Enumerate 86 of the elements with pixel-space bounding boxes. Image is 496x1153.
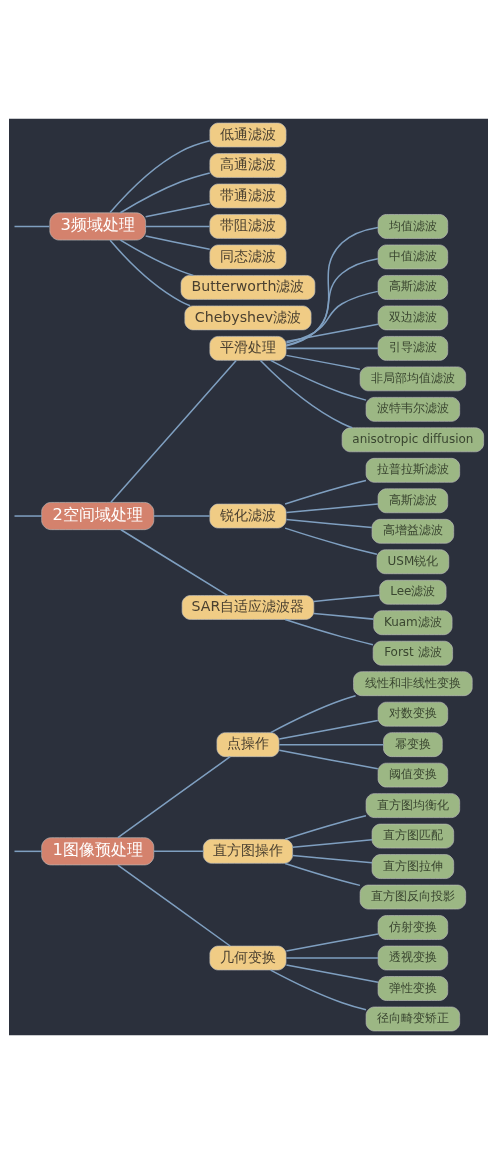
connector <box>108 139 211 213</box>
connector <box>152 514 210 517</box>
node-box: 直方图反向投影 <box>359 884 466 909</box>
node-box: 带通滤波 <box>209 183 286 208</box>
connector <box>285 518 373 528</box>
connector <box>285 354 361 370</box>
connector <box>283 862 361 886</box>
node-box: 高斯滤波 <box>377 274 448 300</box>
node-box: 高增益滤波 <box>371 518 454 544</box>
node-box: 径向畸变矫正 <box>365 1006 460 1031</box>
connector <box>285 932 379 952</box>
node-box: Butterworth滤波 <box>180 274 315 300</box>
connector <box>278 749 379 769</box>
connector <box>116 755 231 838</box>
node-box: 锐化滤波 <box>209 503 286 528</box>
connector <box>109 359 237 503</box>
connector <box>285 290 378 344</box>
node-box: 直方图匹配 <box>371 823 454 848</box>
connector <box>119 171 211 213</box>
connector <box>291 838 373 848</box>
node-box: 波特韦尔滤波 <box>365 396 460 422</box>
node-box: 直方图操作 <box>202 838 293 864</box>
connector <box>285 956 379 959</box>
node-box: 高斯滤波 <box>377 488 448 513</box>
connector <box>13 225 50 227</box>
node-box: 透视变换 <box>377 945 448 970</box>
connector <box>144 202 210 218</box>
connector <box>116 863 231 947</box>
connector <box>283 618 374 645</box>
connector <box>108 239 191 307</box>
connector <box>278 719 379 740</box>
connector <box>312 594 380 602</box>
node-box: 拉普拉斯滤波 <box>365 457 460 483</box>
node-box: 带阻滤波 <box>209 213 286 239</box>
node-box: 引导滤波 <box>377 335 448 361</box>
node-box: 1图像预处理 <box>40 836 154 865</box>
connector <box>312 612 374 620</box>
node-box: USM锐化 <box>376 548 449 574</box>
node-box: Kuam滤波 <box>372 609 452 635</box>
node-box: 中值滤波 <box>377 244 448 269</box>
connector <box>269 968 367 1011</box>
connector <box>285 257 379 346</box>
node-box: 低通滤波 <box>209 122 286 147</box>
node-box: 直方图均衡化 <box>365 792 460 818</box>
connector <box>283 814 367 840</box>
node-box: 3频域处理 <box>49 212 146 240</box>
connector <box>259 359 353 429</box>
connector <box>284 226 379 347</box>
node-box: 高通滤波 <box>209 152 286 178</box>
node-box: 2空间域处理 <box>40 501 154 530</box>
node-box: 幂变换 <box>382 731 443 757</box>
connector <box>285 347 379 349</box>
node-box: 同态滤波 <box>209 244 286 269</box>
node-box: SAR自适应滤波器 <box>181 594 314 620</box>
node-box: 几何变换 <box>209 945 286 970</box>
node-box: 直方图拉伸 <box>371 853 454 879</box>
node-box: 仿射变换 <box>377 914 448 940</box>
connector <box>119 528 228 596</box>
connector <box>144 234 210 250</box>
node-box: anisotropic diffusion <box>341 427 484 452</box>
connector <box>152 850 204 852</box>
node-box: 弹性变换 <box>377 975 448 1001</box>
node-box: 均值滤波 <box>377 213 448 239</box>
connector <box>285 502 379 513</box>
node-box: 平滑处理 <box>209 335 286 361</box>
node-box: Forst 滤波 <box>372 640 453 665</box>
node-box: 非局部均值滤波 <box>359 366 466 391</box>
connector <box>283 526 378 555</box>
connector <box>285 323 379 342</box>
connector <box>269 359 367 401</box>
node-box: 点操作 <box>216 731 279 757</box>
connector <box>144 225 210 227</box>
node-box: 线性和非线性变换 <box>352 670 473 696</box>
node-box: 对数变换 <box>377 701 448 726</box>
connector <box>13 850 42 852</box>
node-box: 双边滤波 <box>377 305 448 330</box>
connector <box>291 854 373 864</box>
node-box: 阈值变换 <box>377 762 448 787</box>
connector <box>285 963 379 983</box>
node-box: Lee滤波 <box>378 579 446 605</box>
connector <box>283 479 367 505</box>
connector <box>269 694 356 733</box>
node-box: Chebyshev滤波 <box>184 305 311 330</box>
connector <box>119 238 194 276</box>
connector <box>13 514 42 517</box>
connector <box>278 743 384 745</box>
